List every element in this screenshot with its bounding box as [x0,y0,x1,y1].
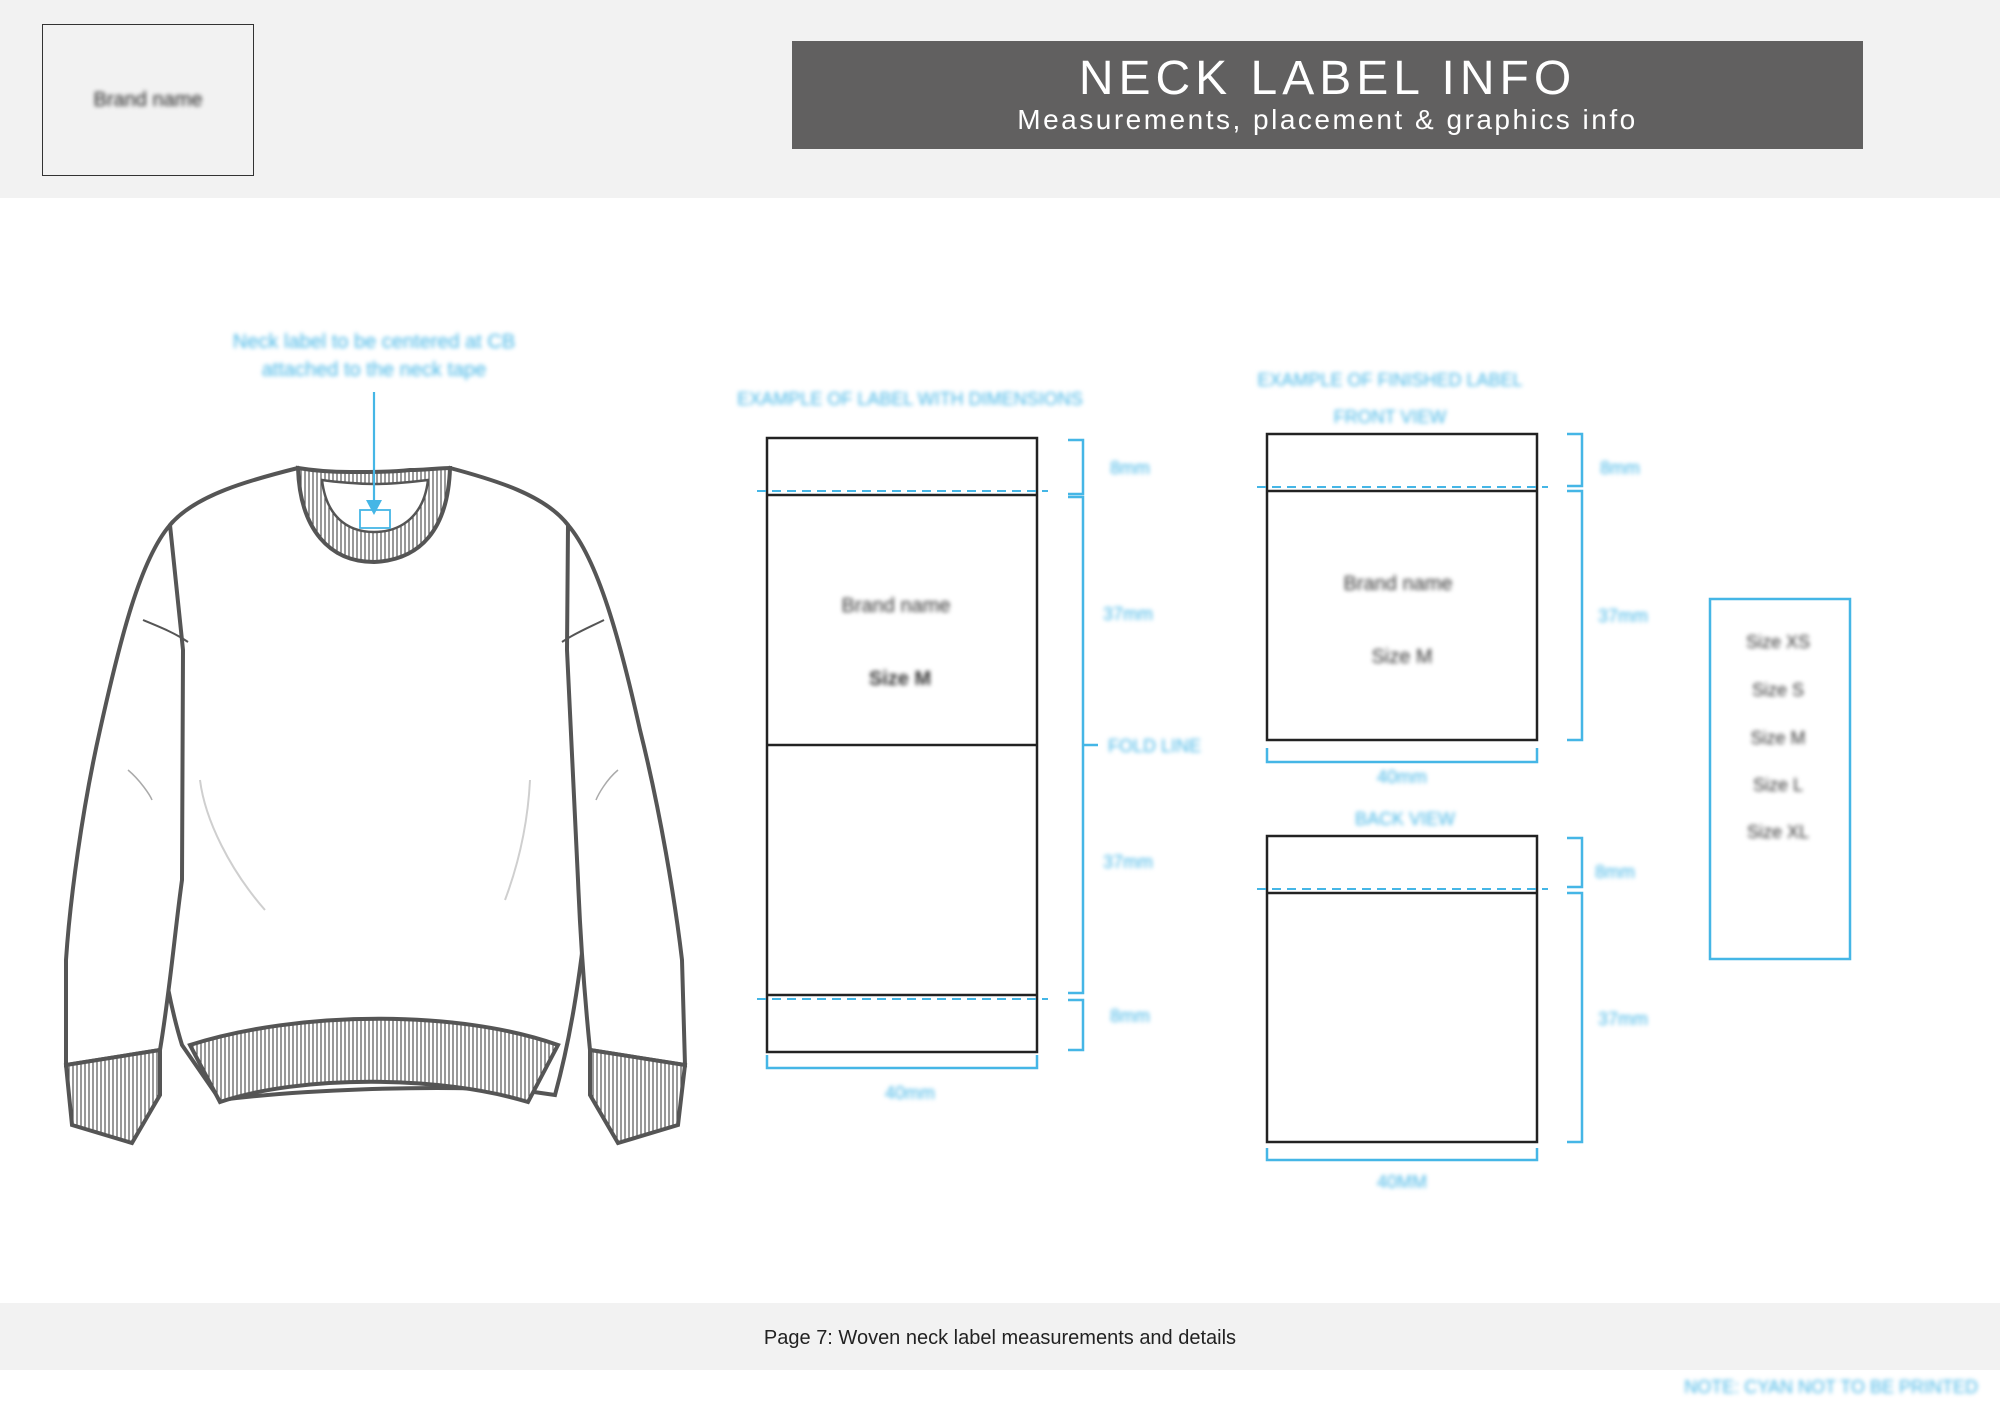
label-dim-lower: 37mm [1103,852,1153,872]
page-title-banner: NECK LABEL INFO Measurements, placement … [792,41,1863,149]
front-dim-body: 37mm [1598,606,1648,626]
front-size-text: Size M [1371,646,1432,668]
size-list-panel: Size XS Size S Size M Size L Size XL [1708,597,1852,961]
label-dim-width: 40mm [885,1083,935,1103]
size-option-xs: Size XS [1746,632,1810,652]
label-dim-upper: 37mm [1103,604,1153,624]
label-brand-text: Brand name [842,595,951,617]
page-subtitle: Measurements, placement & graphics info [1017,104,1638,135]
label-dim-bottom: 8mm [1110,1006,1150,1026]
footer-band [0,1303,2000,1370]
label-dimensions-diagram: EXAMPLE OF LABEL WITH DIMENSIONS Brand n… [737,389,1201,1103]
label-dimensions-heading: EXAMPLE OF LABEL WITH DIMENSIONS [737,389,1082,409]
size-option-s: Size S [1752,680,1804,700]
size-option-l: Size L [1753,775,1803,795]
back-view-label [1265,834,1539,1144]
fold-line-label: FOLD LINE [1108,736,1201,756]
placement-note-line1: Neck label to be centered at CB [233,331,515,353]
cyan-print-note: NOTE: CYAN NOT TO BE PRINTED [1684,1377,1978,1397]
page-caption: Page 7: Woven neck label measurements an… [763,1327,1237,1349]
back-dim-width: 40MM [1377,1172,1427,1192]
size-option-xl: Size XL [1747,822,1809,842]
label-dim-top: 8mm [1110,458,1150,478]
back-dim-top: 8mm [1595,862,1635,882]
front-view-label [1265,432,1539,742]
sweatshirt-illustration [63,392,688,1146]
front-dim-width: 40mm [1377,767,1427,787]
size-option-m: Size M [1750,728,1805,748]
finished-label-diagram: EXAMPLE OF FINISHED LABEL FRONT VIEW Bra… [1257,370,1648,1192]
brand-logo-box: Brand name [42,24,254,176]
placement-note-line2: attached to the neck tape [262,359,487,381]
back-view-heading: BACK VIEW [1355,809,1455,829]
brand-logo-text: Brand name [93,88,203,111]
front-dim-top: 8mm [1600,458,1640,478]
finished-label-heading: EXAMPLE OF FINISHED LABEL [1257,370,1522,390]
page-title: NECK LABEL INFO [1078,52,1577,105]
label-size-text: Size M [869,668,931,690]
back-dim-body: 37mm [1598,1009,1648,1029]
front-brand-text: Brand name [1344,573,1453,595]
front-view-heading: FRONT VIEW [1334,407,1447,427]
